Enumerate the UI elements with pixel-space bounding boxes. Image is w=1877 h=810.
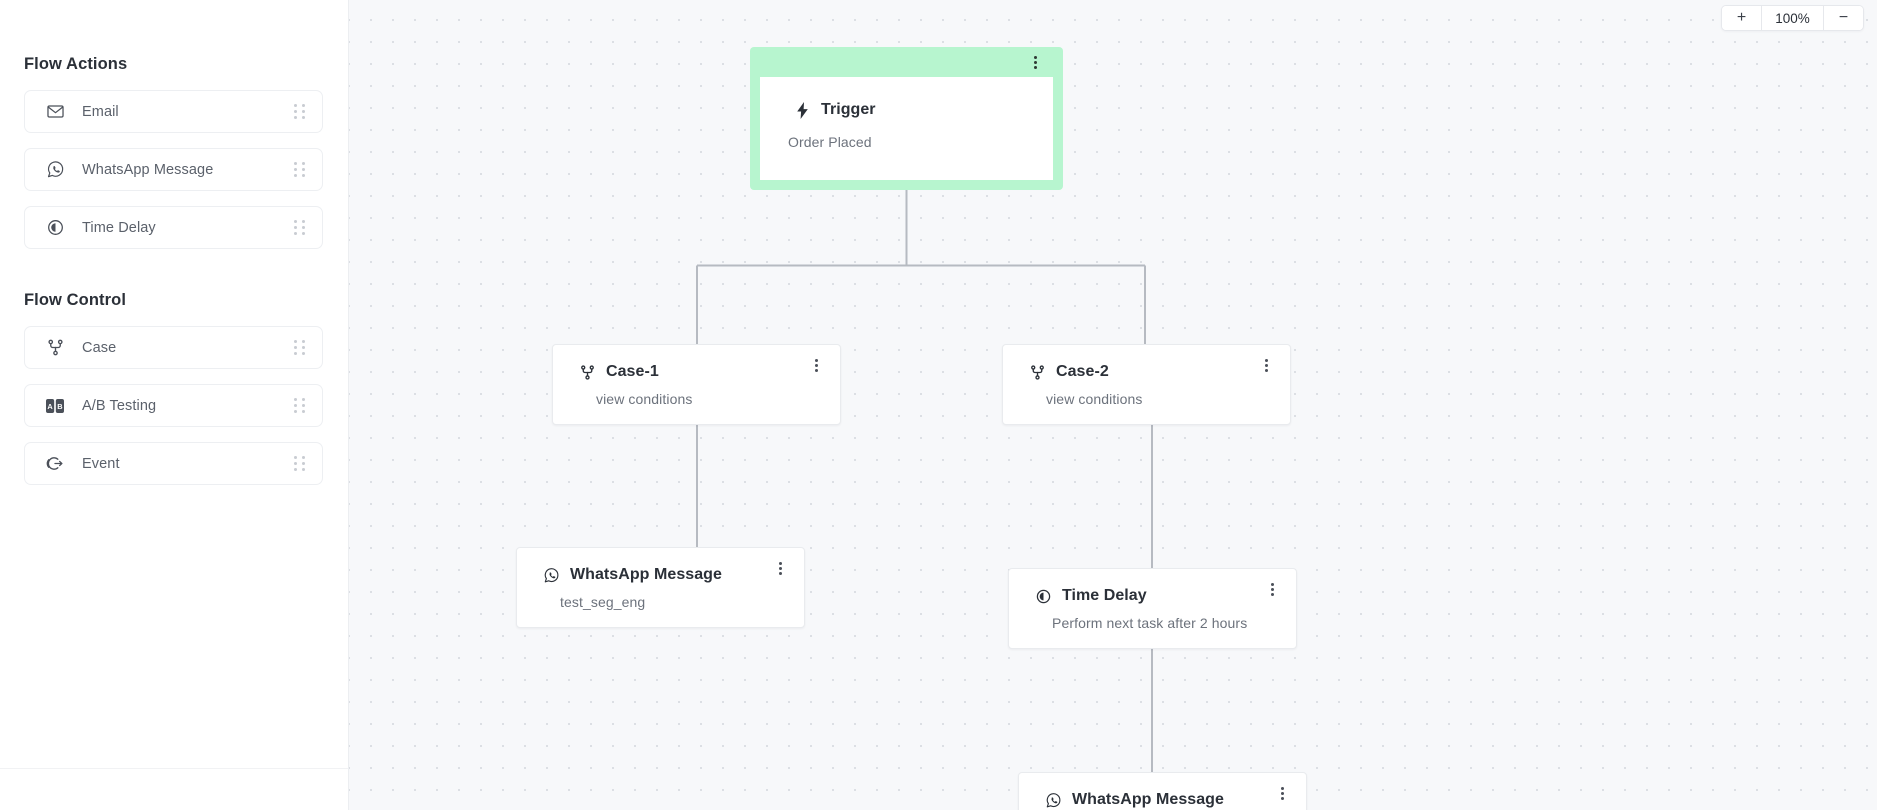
node-subtitle-text[interactable]: view conditions: [596, 391, 693, 407]
palette-list-flow-control: Case A B A/B Testing: [0, 326, 348, 485]
branch-icon: [45, 338, 65, 358]
node-title-text: Case-1: [606, 363, 659, 380]
zoom-in-button[interactable]: +: [1722, 6, 1761, 30]
palette-item-email[interactable]: Email: [24, 90, 323, 133]
case-2-card[interactable]: Case-2 view conditions: [1002, 344, 1291, 425]
palette-item-case[interactable]: Case: [24, 326, 323, 369]
event-icon: [45, 454, 65, 474]
palette-item-time-delay[interactable]: Time Delay: [24, 206, 323, 249]
trigger-card[interactable]: Trigger Order Placed: [760, 56, 1053, 180]
palette-item-label: Case: [82, 339, 117, 356]
node-menu-icon[interactable]: [1027, 55, 1043, 70]
flow-node-case-1[interactable]: Case-1 view conditions: [552, 344, 841, 425]
flow-node-trigger[interactable]: Trigger Order Placed: [750, 47, 1063, 190]
time-delay-title-row: Time Delay: [1034, 587, 1147, 605]
drag-handle-icon[interactable]: [294, 103, 305, 120]
sidebar-top-spacer: [0, 0, 348, 12]
node-menu-icon[interactable]: [772, 561, 788, 576]
palette-list-flow-actions: Email WhatsApp Message: [0, 90, 348, 249]
whatsapp-message-2-title-row: WhatsApp Message: [1044, 791, 1224, 809]
branch-icon: [578, 363, 596, 381]
node-title-text: Trigger: [821, 101, 876, 118]
node-title-text: WhatsApp Message: [1072, 791, 1224, 808]
node-subtitle-text: Perform next task after 2 hours: [1052, 615, 1248, 631]
node-title-text: Case-2: [1056, 363, 1109, 380]
svg-text:B: B: [57, 401, 62, 410]
whatsapp-icon: [1044, 791, 1062, 809]
time-delay-card[interactable]: Time Delay Perform next task after 2 hou…: [1008, 568, 1297, 649]
drag-handle-icon[interactable]: [294, 455, 305, 472]
flow-node-case-2[interactable]: Case-2 view conditions: [1002, 344, 1291, 425]
svg-text:A: A: [47, 401, 53, 410]
palette-item-label: Time Delay: [82, 219, 156, 236]
node-subtitle-text: Order Placed: [788, 134, 872, 150]
sidebar-bottom-strip: [0, 768, 349, 810]
flow-node-time-delay[interactable]: Time Delay Perform next task after 2 hou…: [1008, 568, 1297, 649]
drag-handle-icon[interactable]: [294, 397, 305, 414]
zoom-controls: + 100% −: [1721, 5, 1864, 31]
node-title-text: WhatsApp Message: [570, 566, 722, 583]
drag-handle-icon[interactable]: [294, 161, 305, 178]
ab-testing-icon: A B: [45, 396, 65, 416]
palette-item-whatsapp-message[interactable]: WhatsApp Message: [24, 148, 323, 191]
envelope-icon: [45, 102, 65, 122]
node-subtitle-text: test_seg_eng: [560, 594, 646, 610]
whatsapp-message-1-title-row: WhatsApp Message: [542, 566, 722, 584]
node-menu-icon[interactable]: [1274, 786, 1290, 801]
palette-item-label: Event: [82, 455, 120, 472]
lightning-icon: [793, 101, 811, 119]
case-1-title-row: Case-1: [578, 363, 659, 381]
drag-handle-icon[interactable]: [294, 339, 305, 356]
case-2-title-row: Case-2: [1028, 363, 1109, 381]
section-title-flow-actions: Flow Actions: [24, 55, 128, 73]
whatsapp-message-1-card[interactable]: WhatsApp Message test_seg_eng: [516, 547, 805, 628]
palette-item-ab-testing[interactable]: A B A/B Testing: [24, 384, 323, 427]
palette-item-label: WhatsApp Message: [82, 161, 214, 178]
palette-item-event[interactable]: Event: [24, 442, 323, 485]
case-1-card[interactable]: Case-1 view conditions: [552, 344, 841, 425]
whatsapp-icon: [45, 160, 65, 180]
whatsapp-icon: [542, 566, 560, 584]
palette-item-label: A/B Testing: [82, 397, 157, 414]
whatsapp-message-2-card[interactable]: WhatsApp Message: [1018, 772, 1307, 810]
clock-icon: [1034, 587, 1052, 605]
drag-handle-icon[interactable]: [294, 219, 305, 236]
clock-icon: [45, 218, 65, 238]
section-title-flow-control: Flow Control: [24, 291, 127, 309]
flow-node-whatsapp-message-2[interactable]: WhatsApp Message: [1018, 772, 1307, 810]
palette-item-label: Email: [82, 103, 119, 120]
node-menu-icon[interactable]: [1258, 358, 1274, 373]
flow-node-whatsapp-message-1[interactable]: WhatsApp Message test_seg_eng: [516, 547, 805, 628]
flow-palette-sidebar: Flow Actions Email: [0, 0, 349, 768]
node-subtitle-text[interactable]: view conditions: [1046, 391, 1143, 407]
node-menu-icon[interactable]: [808, 358, 824, 373]
zoom-level-display: 100%: [1761, 6, 1824, 30]
zoom-out-button[interactable]: −: [1824, 6, 1863, 30]
trigger-title-row: Trigger: [793, 101, 876, 119]
node-menu-icon[interactable]: [1264, 582, 1280, 597]
branch-icon: [1028, 363, 1046, 381]
node-title-text: Time Delay: [1062, 587, 1147, 604]
